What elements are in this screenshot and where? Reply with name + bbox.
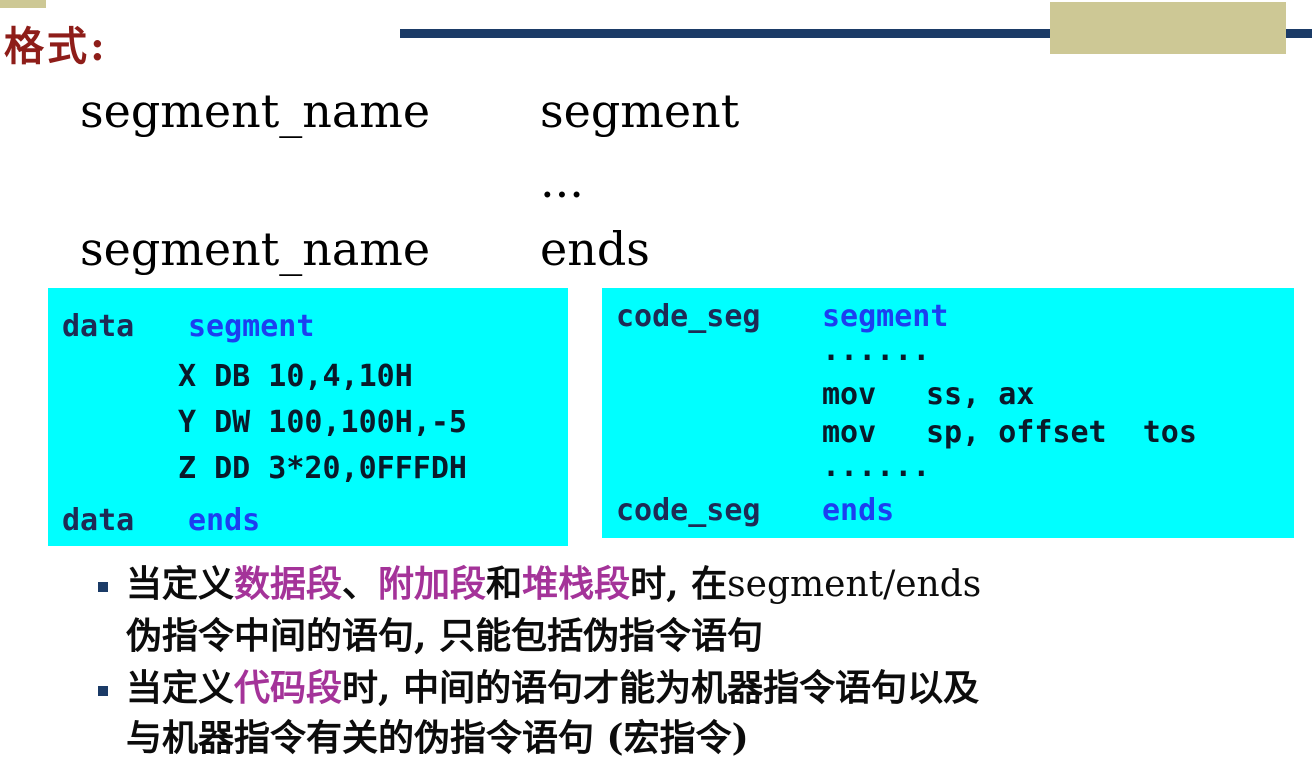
code-label: code_seg [616, 299, 761, 334]
code-line: Z DD 3*20,0FFFDH [178, 451, 467, 486]
title-rule [400, 29, 1312, 38]
syntax-segment-keyword: segment [540, 84, 740, 138]
bullet-text-continuation: 伪指令中间的语句, 只能包括伪指令语句 [126, 615, 764, 657]
title-accent-box [1050, 2, 1286, 54]
code-ellipsis: ...... [822, 333, 931, 368]
bullet-text-continuation: 与机器指令有关的伪指令语句 (宏指令) [126, 717, 749, 759]
bullet-text: 当定义数据段、附加段和堆栈段时, 在segment/ends [126, 566, 981, 603]
bullet-text-part: 当定义 [126, 667, 235, 709]
code-mnemonic: mov [822, 415, 877, 450]
syntax-segment-name-2: segment_name [80, 222, 431, 276]
code-label: code_seg [616, 493, 761, 528]
syntax-ellipsis: ... [540, 154, 584, 208]
code-operands: ss, ax [926, 377, 1035, 412]
code-keyword: segment [822, 299, 949, 334]
bullet-highlight: 代码段 [234, 667, 343, 709]
data-segment-example: data segment X DB 10,4,10H Y DW 100,100H… [48, 288, 568, 546]
bullet-text-part: 时, 中间的语句才能为机器指令语句以及 [342, 667, 980, 709]
code-operands: sp, offset tos [926, 415, 1197, 450]
code-segment-example: code_seg segment ...... mov ss, ax mov s… [602, 288, 1294, 538]
bullet-text-part: 时, 在 [630, 563, 728, 605]
bullet-text-part: 当定义 [126, 563, 235, 605]
bullet-highlight: 数据段 [234, 563, 343, 605]
bullet-text: 当定义代码段时, 中间的语句才能为机器指令语句以及 [126, 670, 979, 706]
bullet-marker [98, 582, 108, 592]
corner-accent [0, 0, 46, 8]
bullet-text-part: 、 [342, 563, 379, 605]
code-keyword: ends [822, 493, 895, 528]
code-keyword: ends [188, 503, 261, 538]
bullet-highlight: 附加段 [378, 563, 487, 605]
code-label: data [62, 503, 135, 538]
bullet-text-part: segment/ends [727, 564, 982, 605]
bullet-highlight: 堆栈段 [522, 563, 631, 605]
code-mnemonic: mov [822, 377, 877, 412]
code-line: Y DW 100,100H,-5 [178, 405, 467, 440]
code-label: data [62, 309, 135, 344]
code-keyword: segment [188, 309, 315, 344]
bullet-text-part: 和 [486, 563, 523, 605]
syntax-ends-keyword: ends [540, 222, 650, 276]
code-ellipsis: ...... [822, 449, 931, 484]
code-line: X DB 10,4,10H [178, 359, 413, 394]
syntax-segment-name-1: segment_name [80, 84, 431, 138]
bullet-marker [98, 686, 108, 696]
slide-title: 格式: [4, 23, 108, 70]
